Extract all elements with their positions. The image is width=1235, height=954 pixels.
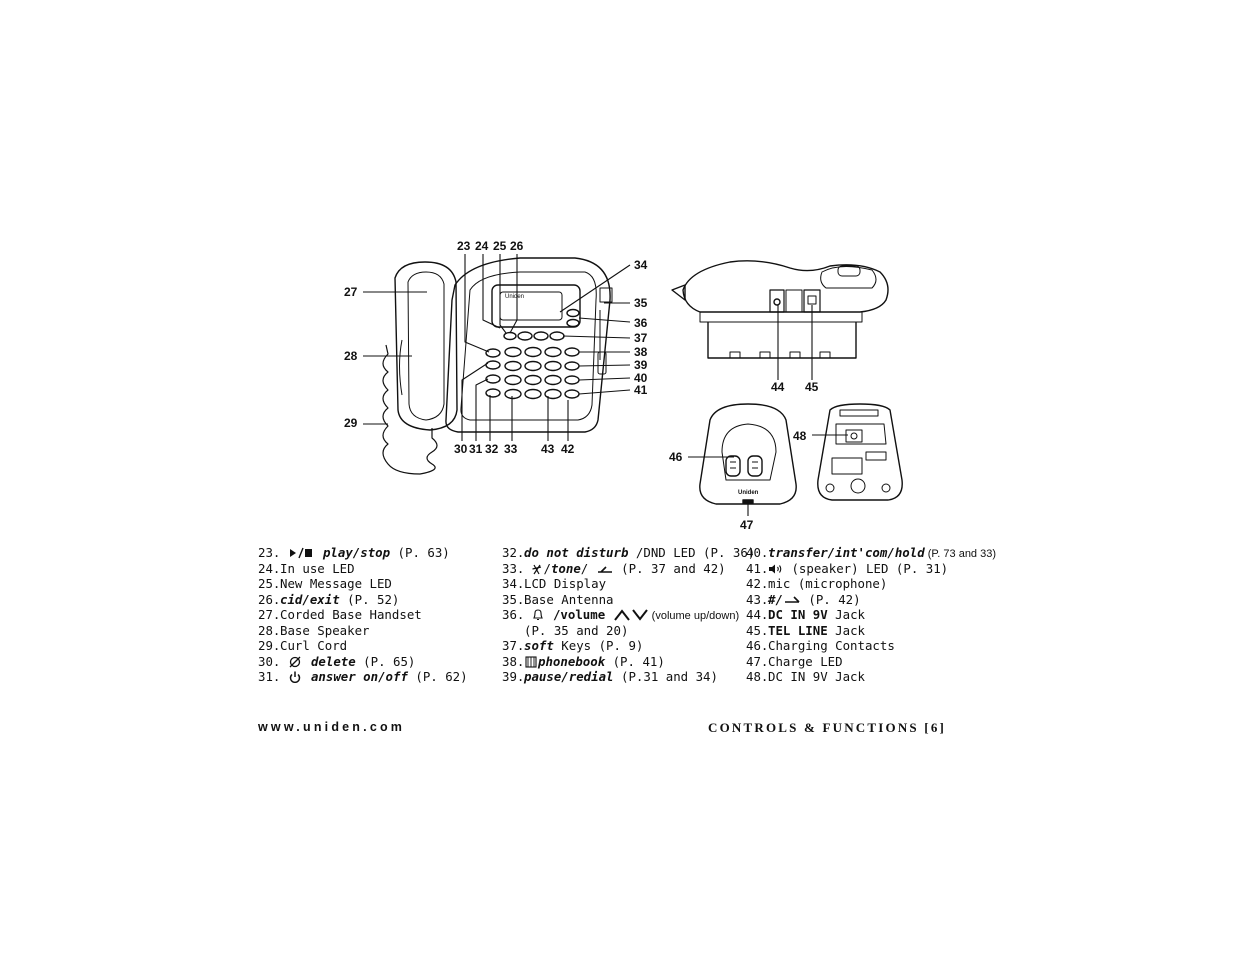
controls-list-column-3: 40.transfer/int'com/hold (P. 73 and 33) …	[746, 545, 996, 685]
callout-40: 40	[634, 371, 648, 385]
list-item-44: 44.DC IN 9V Jack	[746, 607, 865, 622]
callout-28: 28	[344, 349, 358, 363]
callout-29: 29	[344, 416, 358, 430]
list-item-27: 27.Corded Base Handset	[258, 607, 422, 622]
list-item-36-continued: (P. 35 and 20)	[524, 622, 629, 638]
callout-23: 23	[457, 239, 471, 253]
list-item-38: 38.phonebook (P. 41)	[502, 654, 755, 670]
controls-list-column-2: 32.do not disturb /DND LED (P. 36) 33. /…	[502, 545, 755, 685]
callout-42: 42	[561, 442, 575, 456]
list-item-41: 41. (speaker) LED (P. 31)	[746, 561, 996, 577]
list-item-39: 39.pause/redial (P.31 and 34)	[502, 669, 718, 684]
list-item-34: 34.LCD Display	[502, 576, 607, 591]
callout-48: 48	[793, 429, 807, 443]
callout-43: 43	[541, 442, 555, 456]
star-icon	[531, 563, 543, 579]
list-item-42: 42.mic (microphone)	[746, 576, 888, 591]
callout-39: 39	[634, 358, 648, 372]
charger-brand-label: Uniden	[738, 490, 759, 496]
list-item-36: 36. /volume (volume up/down)	[502, 607, 755, 623]
volume-up-icon	[613, 609, 631, 625]
list-item-35: 35.Base Antenna	[502, 591, 614, 607]
list-item-28: 28.Base Speaker	[258, 622, 370, 638]
list-item-30: 30. delete (P. 65)	[258, 654, 468, 670]
power-icon	[287, 671, 303, 687]
footer-website: www.uniden.com	[258, 720, 406, 734]
right-arrow-icon	[783, 594, 801, 610]
controls-list-column-1: 23. play/stop (P. 63) 24.In use LED 25.N…	[258, 545, 468, 685]
controls-diagram: Uniden	[344, 239, 903, 532]
list-item-25: 25.New Message LED	[258, 576, 392, 591]
callout-31: 31	[469, 442, 483, 456]
callout-27: 27	[344, 285, 358, 299]
list-item-46: 46.Charging Contacts	[746, 638, 895, 653]
callout-38: 38	[634, 345, 648, 359]
lcd-brand-label: Uniden	[505, 294, 524, 300]
list-item-26: 26.cid/exit (P. 52)	[258, 591, 400, 607]
list-item-37: 37.soft Keys (P. 9)	[502, 638, 644, 653]
callout-41: 41	[634, 383, 648, 397]
charger-front-illustration: Uniden	[699, 403, 797, 505]
speaker-icon	[768, 563, 784, 579]
callout-33: 33	[504, 442, 518, 456]
charger-rear-illustration	[817, 403, 903, 501]
list-item-33: 33. /tone/ (P. 37 and 42)	[502, 561, 755, 577]
callout-26: 26	[510, 239, 524, 253]
callout-46: 46	[669, 450, 683, 464]
callout-35: 35	[634, 296, 648, 310]
volume-down-icon	[631, 609, 649, 625]
callout-44: 44	[771, 380, 785, 394]
list-item-40: 40.transfer/int'com/hold (P. 73 and 33)	[746, 545, 997, 560]
list-item-31: 31. answer on/off (P. 62)	[258, 669, 468, 685]
list-item-23: 23. play/stop (P. 63)	[258, 545, 468, 561]
list-item-32: 32.do not disturb /DND LED (P. 36)	[502, 545, 756, 560]
callout-34: 34	[634, 258, 648, 272]
list-item-29: 29.Curl Cord	[258, 638, 348, 653]
list-item-48: 48.DC IN 9V Jack	[746, 669, 865, 684]
base-rear-illustration	[671, 260, 889, 359]
list-item-45: 45.TEL LINE Jack	[746, 622, 865, 638]
phonebook-icon	[524, 655, 538, 672]
list-item-47: 47.Charge LED	[746, 653, 843, 669]
callout-25: 25	[493, 239, 507, 253]
callout-47: 47	[740, 518, 754, 532]
callout-36: 36	[634, 316, 648, 330]
play-stop-icon	[287, 547, 315, 563]
list-item-43: 43.#/ (P. 42)	[746, 592, 996, 608]
bell-icon	[531, 609, 545, 625]
callout-24: 24	[475, 239, 489, 253]
no-entry-icon	[287, 656, 303, 672]
callout-45: 45	[805, 380, 819, 394]
callout-30: 30	[454, 442, 468, 456]
callout-37: 37	[634, 331, 648, 345]
tone-arrow-icon	[596, 563, 614, 579]
leader-lines	[363, 254, 848, 516]
footer-section-title: CONTROLS & FUNCTIONS [6]	[708, 720, 947, 735]
callout-32: 32	[485, 442, 499, 456]
list-item-24: 24.In use LED	[258, 560, 355, 576]
